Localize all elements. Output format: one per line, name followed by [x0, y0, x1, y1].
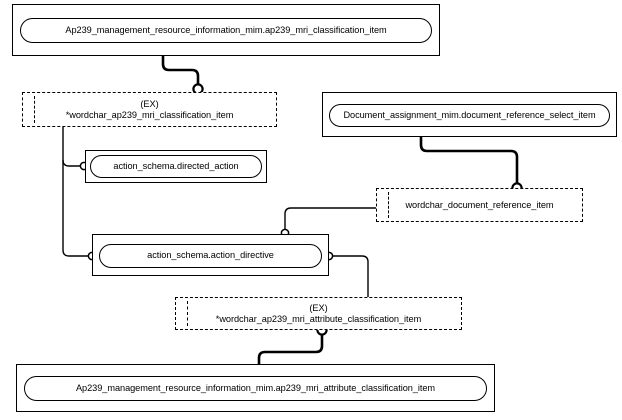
- wire-ex-classification-to-directed-action: [62, 159, 80, 167]
- wire-action-directive-to-ex-attribute: [332, 255, 369, 297]
- wire-action-directive-to-wordchar-doc-ref: [284, 207, 376, 229]
- dashed-divider: [34, 96, 35, 123]
- entity-label: Ap239_management_resource_information_mi…: [75, 382, 436, 393]
- entity-label: action_schema.action_directive: [147, 250, 274, 261]
- entity-action-schema-directed-action-body[interactable]: action_schema.directed_action: [90, 155, 262, 178]
- wire-ex-attribute-to-bottom-select: [257, 334, 324, 364]
- attribute-wordchar-ap239-mri-classification-item[interactable]: (EX) *wordchar_ap239_mri_classification_…: [22, 92, 277, 127]
- dashed-divider: [187, 301, 188, 326]
- entity-document-reference-select-item-body[interactable]: Document_assignment_mim.document_referen…: [329, 104, 610, 127]
- ex-tag: (EX): [309, 302, 328, 313]
- wire-ex-classification-trunk: [62, 127, 88, 257]
- entity-label: Ap239_management_resource_information_mi…: [65, 24, 387, 35]
- attribute-label: wordchar_document_reference_item: [405, 199, 554, 210]
- entity-label: action_schema.directed_action: [113, 160, 239, 171]
- entity-label: Document_assignment_mim.document_referen…: [343, 109, 596, 120]
- ex-tag: (EX): [140, 98, 159, 109]
- entity-action-schema-action-directive-body[interactable]: action_schema.action_directive: [99, 244, 322, 268]
- attribute-label: *wordchar_ap239_mri_attribute_classifica…: [215, 313, 422, 324]
- wire-document-assignment-to-wordchar-doc-ref: [419, 137, 519, 184]
- entity-ap239-mri-classification-item-body[interactable]: Ap239_management_resource_information_mi…: [20, 18, 432, 43]
- dashed-divider: [388, 192, 389, 218]
- entity-ap239-mri-attribute-classification-item-body[interactable]: Ap239_management_resource_information_mi…: [24, 376, 487, 401]
- attribute-label: *wordchar_ap239_mri_classification_item: [65, 109, 234, 120]
- attribute-wordchar-document-reference-item[interactable]: wordchar_document_reference_item: [376, 188, 583, 222]
- wire-top-select-to-ex-classification: [161, 56, 200, 84]
- attribute-wordchar-ap239-mri-attribute-classification-item[interactable]: (EX) *wordchar_ap239_mri_attribute_class…: [175, 297, 462, 330]
